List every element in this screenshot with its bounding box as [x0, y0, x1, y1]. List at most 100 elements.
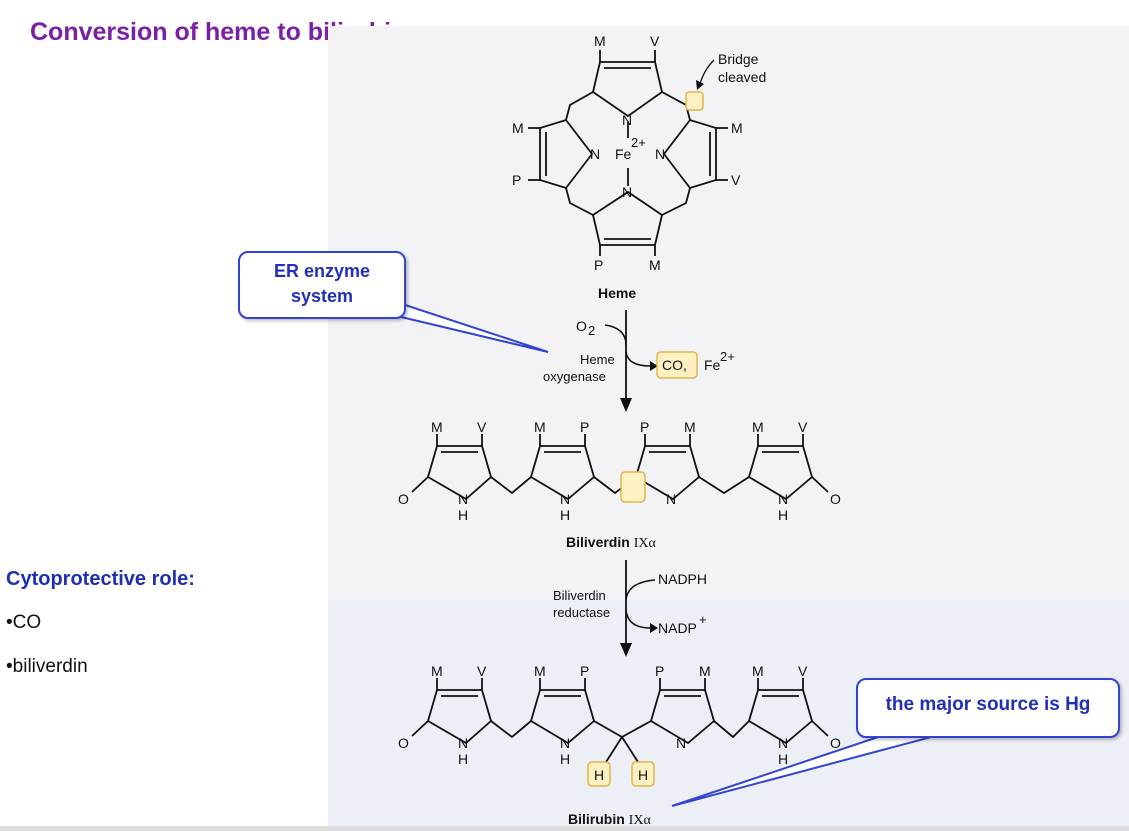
bv-sub-2: V	[477, 419, 487, 435]
bv-ring-d	[747, 445, 814, 501]
heme-fe: Fe	[615, 146, 632, 162]
bv-o-right: O	[830, 491, 841, 507]
heme-right-ring	[662, 118, 717, 190]
products-output-curve	[625, 351, 651, 367]
br-ring-c	[649, 689, 716, 745]
o2-subscript: 2	[588, 323, 595, 338]
br-h-highlight-1	[587, 761, 611, 787]
callout-hg-text: the major source is Hg	[885, 694, 1091, 715]
nadph-label: NADPH	[658, 571, 707, 587]
br-sub-6: M	[699, 663, 711, 679]
bv-ring-b	[529, 445, 596, 501]
br-bridge-3	[713, 720, 750, 739]
heme-sub-right-top: M	[731, 120, 743, 136]
heme-n-bottom: N	[622, 184, 632, 200]
bridge-pointer-head	[696, 80, 704, 90]
bv-sub-4: P	[580, 419, 589, 435]
biliverdin-structure: M V M P P M M V O O N N N N H H H Bilive…	[398, 419, 841, 551]
enzyme2-line2: reductase	[553, 605, 610, 620]
br-co-right	[811, 720, 829, 737]
heme-sub-top-left: M	[594, 33, 606, 49]
co-highlight	[656, 351, 698, 379]
br-sub-8: V	[798, 663, 808, 679]
heme-sub-top-right: V	[650, 33, 660, 49]
bottom-border	[0, 826, 1129, 831]
biliverdin-reductase-step: NADPH NADP + Biliverdin reductase	[553, 560, 707, 657]
bv-n-a: N	[458, 491, 468, 507]
bv-co-left	[411, 476, 429, 493]
bv-bridge-3	[698, 476, 750, 495]
br-ring-d	[747, 689, 814, 745]
heme-sub-right-bottom: V	[731, 172, 741, 188]
br-n-a: N	[458, 735, 468, 751]
bv-ring-a	[426, 445, 493, 501]
bv-n-c: N	[666, 491, 676, 507]
step2-arrow-head	[620, 643, 632, 657]
br-ring-a	[426, 689, 493, 745]
heme-n-right: N	[655, 146, 665, 162]
bv-n-d: N	[778, 491, 788, 507]
br-co-left	[411, 720, 429, 737]
bv-h-b: H	[560, 507, 570, 523]
enzyme1-line1: Heme	[580, 352, 615, 367]
br-sub-4: P	[580, 663, 589, 679]
bv-central-bridge-highlight	[620, 471, 646, 503]
br-sub-5: P	[655, 663, 664, 679]
o2-label: O	[576, 318, 587, 334]
product-fe-charge: 2+	[720, 349, 735, 364]
callout-major-source: the major source is Hg	[856, 678, 1120, 738]
enzyme1-line2: oxygenase	[543, 369, 606, 384]
heme-oxygenase-step: O 2 Heme oxygenase CO, Fe 2+	[543, 310, 735, 412]
callout-er-enzyme: ER enzyme system	[238, 251, 406, 319]
enzyme2-line1: Biliverdin	[553, 588, 606, 603]
callout-er-text: ER enzyme system	[273, 261, 371, 306]
nadp-label: NADP	[658, 620, 697, 636]
o2-input-curve	[604, 324, 627, 346]
bridge-label-line2: cleaved	[718, 69, 766, 85]
products-arrow-head	[650, 361, 658, 371]
br-bridge-1	[490, 720, 532, 739]
bv-sub-6: M	[684, 419, 696, 435]
product-co: CO,	[662, 357, 687, 373]
cleaved-bridge-highlight	[685, 91, 704, 111]
bv-sub-7: M	[752, 419, 764, 435]
bilirubin-structure: M V M P P M M V O O N N N N H H H H H Bi…	[398, 663, 841, 828]
bridge-pointer	[699, 59, 715, 85]
biliverdin-name: Biliverdin IXα	[566, 534, 656, 551]
nadp-superscript: +	[699, 612, 707, 627]
list-item-biliverdin: biliverdin	[6, 656, 88, 678]
bv-sub-1: M	[431, 419, 443, 435]
bv-sub-3: M	[534, 419, 546, 435]
heme-n-top: N	[622, 112, 632, 128]
br-ch2-bond-2	[621, 736, 639, 763]
br-h-d: H	[778, 751, 788, 767]
bv-sub-8: V	[798, 419, 808, 435]
bridge-label-line1: Bridge	[718, 51, 759, 67]
step1-arrow-head	[620, 398, 632, 412]
bv-h-d: H	[778, 507, 788, 523]
br-sub-7: M	[752, 663, 764, 679]
heme-left-ring	[539, 118, 594, 190]
bridge-top-left	[565, 91, 594, 121]
heme-sub-bottom-left: P	[594, 257, 603, 273]
br-h-highlight-2	[631, 761, 655, 787]
heme-fe-charge: 2+	[631, 135, 646, 150]
br-sub-1: M	[431, 663, 443, 679]
bv-bridge-1	[490, 476, 532, 495]
bridge-bottom-right	[661, 187, 691, 216]
heme-sub-left-top: M	[512, 120, 524, 136]
product-fe: Fe	[704, 357, 721, 373]
bv-sub-5: P	[640, 419, 649, 435]
br-ring-b	[529, 689, 596, 745]
cytoprotective-list: CO biliverdin	[6, 612, 88, 700]
nadph-input-curve	[625, 579, 656, 601]
heme-sub-left-bottom: P	[512, 172, 521, 188]
br-o-right: O	[830, 735, 841, 751]
bv-co-right	[811, 476, 829, 493]
br-n-c: N	[676, 735, 686, 751]
br-o-left: O	[398, 735, 409, 751]
br-sub-2: V	[477, 663, 487, 679]
nadp-output-curve	[625, 609, 651, 629]
bilirubin-name: Bilirubin IXα	[568, 811, 651, 828]
cytoprotective-heading: Cytoprotective role:	[6, 568, 195, 590]
